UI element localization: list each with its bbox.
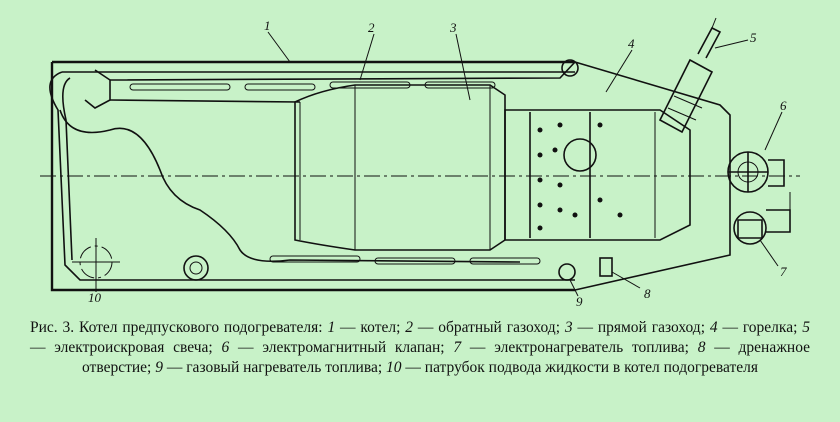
caption-text-4: — горелка; xyxy=(717,319,803,336)
callout-3: 3 xyxy=(449,20,457,35)
callout-8: 8 xyxy=(644,286,651,301)
boiler-diagram: 1 2 3 4 5 6 7 8 9 10 xyxy=(40,17,800,309)
liquid-inlet-pipe xyxy=(72,238,209,286)
callout-10: 10 xyxy=(88,290,102,305)
caption-num-2: 2 xyxy=(405,319,413,336)
caption-text-6: — электромагнитный клапан; xyxy=(229,339,454,356)
caption-num-6: 6 xyxy=(221,339,230,356)
caption-num-9: 9 xyxy=(155,359,163,376)
drain-hole xyxy=(599,257,613,277)
caption-lead: Рис. 3. Котел предпускового подогревател… xyxy=(30,319,328,336)
caption-num-3: 3 xyxy=(564,319,573,336)
burner xyxy=(504,109,691,241)
callout-5: 5 xyxy=(750,30,757,45)
caption-text-1: — котел; xyxy=(335,319,406,336)
caption-num-7: 7 xyxy=(453,339,462,356)
caption-text-8: — дренажное отверстие; xyxy=(82,339,811,376)
callout-6: 6 xyxy=(780,98,787,113)
callout-labels: 1 2 3 4 5 6 7 8 9 10 xyxy=(88,18,787,309)
caption-text-7: — электронагреватель топлива; xyxy=(461,339,698,356)
solenoid-valve xyxy=(727,151,785,193)
direct-gas-duct xyxy=(294,84,506,251)
gas-fuel-heater xyxy=(558,59,579,281)
callout-9: 9 xyxy=(576,294,583,309)
callout-7: 7 xyxy=(780,264,787,279)
leader-lines xyxy=(95,31,783,297)
callout-1: 1 xyxy=(264,18,271,33)
callout-4: 4 xyxy=(628,36,635,51)
callout-2: 2 xyxy=(368,20,375,35)
figure-caption: Рис. 3. Котел предпускового подогревател… xyxy=(30,318,810,378)
caption-text-2: — обратный газоход; xyxy=(413,319,565,336)
return-gas-duct xyxy=(109,61,576,265)
spark-plug xyxy=(658,17,722,134)
caption-num-5: 5 xyxy=(802,319,810,336)
fuel-electric-heater xyxy=(733,192,791,245)
caption-text-5: — электроискровая свеча; xyxy=(30,339,222,356)
caption-text-9: — газовый нагреватель топлива; xyxy=(162,359,387,376)
caption-num-10: 10 xyxy=(386,359,402,376)
caption-text-3: — прямой газоход; xyxy=(572,319,710,336)
caption-num-4: 4 xyxy=(709,319,718,336)
boiler-casing xyxy=(49,60,731,292)
caption-text-10: — патрубок подвода жидкости в котел подо… xyxy=(401,359,758,376)
caption-num-1: 1 xyxy=(327,319,336,336)
burner-holes xyxy=(537,122,623,231)
caption-num-8: 8 xyxy=(697,339,706,356)
